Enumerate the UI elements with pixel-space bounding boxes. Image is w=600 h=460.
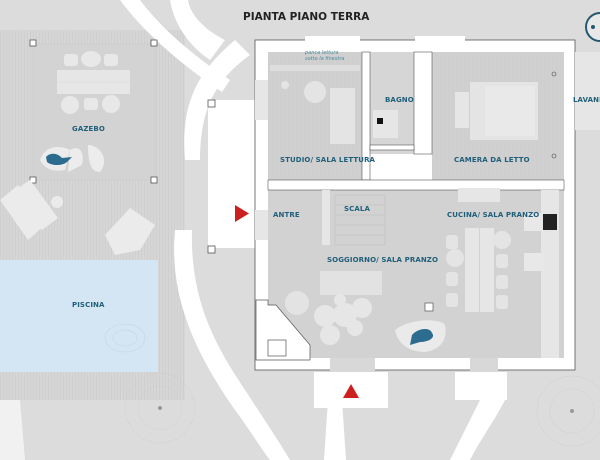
plant-icon [46,153,72,165]
tree [536,375,600,447]
tree [124,372,196,444]
garden-path [174,230,290,460]
oven-icon [543,214,557,230]
room-label-camera: CAMERA DA LETTO [454,156,530,164]
lamp-icon [551,153,557,159]
room-label-soggiorno: SOGGIORNO/ SALA PRANZO [327,256,439,264]
plant-icon [410,329,434,345]
pool-float [104,323,146,353]
living-room-furniture [285,271,382,345]
garden-path [120,0,230,92]
tree-trunk [158,406,162,410]
note-line: sotto la finestra [305,56,345,62]
column-marker [424,302,434,312]
entrance-marker-icon [343,384,359,398]
kitchen-terrace [455,372,507,400]
tree-trunk [570,409,574,413]
stair-corner [255,299,311,361]
dining-table [446,228,511,312]
room-label-antre: ANTRE [273,211,300,219]
switch-icon [377,118,383,124]
room-label-lavanderia: LAVAND [573,96,600,104]
note-line: panca lettura [305,50,339,56]
entrance-marker-icon [235,205,249,222]
staircase [322,190,386,246]
room-label-scala: SCALA [344,205,370,213]
pool [0,260,158,372]
room-label-cucina: CUCINA/ SALA PRANZO [447,211,540,219]
area-label-piscina: PISCINA [72,301,105,309]
room-label-studio: STUDIO/ SALA LETTURA [280,156,376,164]
garden-path [184,40,250,160]
bathroom-fixtures [373,110,398,138]
laundry-room [575,52,600,130]
room-label-bagno: BAGNO [385,96,414,104]
plan-title: PIANTA PIANO TERRA [243,11,370,23]
garden-path [450,400,505,460]
bench-note: panca lettura sotto la finestra [305,50,344,62]
garden-path [0,400,25,460]
kitchen-counter [458,188,559,358]
lamp-icon [551,71,557,77]
side-entrance-platform [208,100,258,248]
studio-furniture [270,65,360,144]
gazebo-posts [29,39,216,254]
bed [455,82,538,140]
gazebo-table [40,51,130,172]
garden-path [324,400,346,460]
area-label-gazebo: GAZEBO [72,125,105,133]
garden-path [170,0,225,60]
sun-loungers [0,180,155,255]
